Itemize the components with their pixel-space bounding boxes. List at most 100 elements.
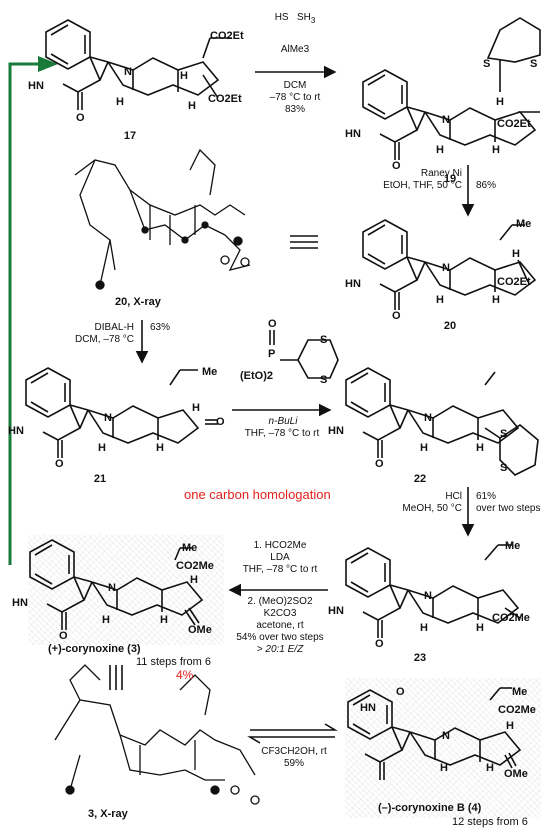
step3-reagent: DIBAL-H [94,322,134,333]
atom-hn-19: HN [345,128,361,140]
xray-structure-20 [74,148,251,290]
equivalence-sign [290,235,318,249]
compound-4-steps: 12 steps from 6 [452,816,528,828]
step4-base: n-BuLi [268,416,298,427]
compound-21-label: 21 [93,473,107,485]
xray-structure-3 [54,664,260,805]
atom-h2-20: H [436,294,444,306]
atom-s2-19: S [530,58,538,70]
step1-solvent: DCM [283,80,307,91]
atom-o-ald-21: O [216,416,225,428]
atom-n-22: N [424,412,432,424]
atom-o-23: O [375,638,384,650]
atom-o-20: O [392,310,401,322]
atom-s1-22: S [500,428,508,440]
subst-co2me-4: CO2Me [498,704,536,716]
step3-yield: 63% [150,322,171,333]
atom-n-23: N [424,590,432,602]
step2-conditions: EtOH, THF, 50 °C [383,180,462,191]
atom-p-phos: P [268,348,276,360]
step6-line4: 2. (MeO)2SO2 [247,596,313,607]
atom-n-17: N [124,66,132,78]
phosphonate-reagent [269,330,339,379]
step1-yield: 83% [284,104,305,115]
subst-co2me-23: CO2Me [492,612,530,624]
atom-o-4: O [396,686,405,698]
atom-h-17: H [180,70,188,82]
step2-yield: 86% [476,180,497,191]
compound-20-label: 20 [443,320,457,332]
step6-line1: 1. HCO2Me [253,540,307,551]
atom-o-21: O [55,458,64,470]
step6-line2: LDA [270,552,290,563]
compound-23-label: 23 [413,652,427,664]
atom-h2-17: H [116,96,124,108]
step2-reagent: Raney Ni [420,168,462,179]
step6-line5: K2CO3 [263,608,297,619]
atom-n-4: N [442,730,450,742]
xray-3-label: 3, X-ray [88,808,128,820]
compound-3-steps: 11 steps from 6 [136,656,211,668]
atom-h-3: H [190,574,198,586]
subst-me-21: Me [202,366,218,378]
subst-co2et-top-17: CO2Et [210,30,244,42]
corynoxine-b-box [345,678,541,818]
atom-n-3: N [108,582,116,594]
step6-line8: > 20:1 E/Z [256,644,304,655]
atom-h3-21: H [156,442,164,454]
step4-conditions: THF, –78 °C to rt [244,428,320,439]
step5-conditions: MeOH, 50 °C [402,503,462,514]
compound-3-label: (+)-corynoxine (3) [48,643,141,655]
step1-reagent-dithiol: HS SH3 [274,12,316,25]
atom-h3-17: H [188,100,196,112]
step7-yield: 59% [283,758,304,769]
atom-h3-20: H [492,294,500,306]
subst-ome-3: OMe [188,624,212,636]
atom-h3-3: H [160,614,168,626]
atom-o-22: O [375,458,384,470]
atom-hn-17: HN [28,80,44,92]
atom-o-3: O [59,630,68,642]
atom-s2-22: S [500,462,508,474]
step5-yield-note: over two steps [476,503,541,514]
atom-h2-3: H [102,614,110,626]
subst-co2et-19: CO2Et [497,118,531,130]
atom-hn-21: HN [8,425,24,437]
atom-h2-22: H [420,442,428,454]
step6-line3: THF, –78 °C to rt [242,564,318,575]
atom-h2-21: H [98,442,106,454]
atom-s2-phos: S [320,374,328,386]
atom-h2-4: H [440,762,448,774]
identity-sign [109,665,123,690]
step7-conditions: CF3CH2OH, rt [261,746,327,757]
subst-me-4: Me [512,686,528,698]
subst-me-20: Me [516,218,532,230]
atom-o-17: O [76,112,85,124]
atom-h-20: H [512,248,520,260]
atom-s1-19: S [483,58,491,70]
atom-h2-23: H [420,622,428,634]
step5-yield: 61% [476,491,497,502]
atom-h-4: H [506,720,514,732]
xray-20-label: 20, X-ray [115,296,161,308]
atom-hn-3: HN [12,597,28,609]
subst-co2et-bottom-17: CO2Et [208,93,242,105]
compound-17-label: 17 [123,130,137,142]
atom-hn-4: HN [360,702,376,714]
compound-4-label: (–)-corynoxine B (4) [378,802,482,814]
green-arrow-head [38,56,58,72]
step5-reagent: HCl [445,491,462,502]
step3-conditions: DCM, –78 °C [74,334,134,345]
phos-ester: (EtO)2 [240,370,273,382]
compound-3-yield: 4% [176,668,194,682]
subst-co2et-20: CO2Et [497,276,531,288]
subst-ome-4: OMe [504,768,528,780]
atom-n-20: N [442,262,450,274]
atom-s1-phos: S [320,334,328,346]
corynoxine-3-box [28,535,224,645]
subst-co2me-3: CO2Me [176,560,214,572]
compound-22-label: 22 [413,473,427,485]
atom-h2-19: H [436,144,444,156]
atom-h3-4: H [486,762,494,774]
